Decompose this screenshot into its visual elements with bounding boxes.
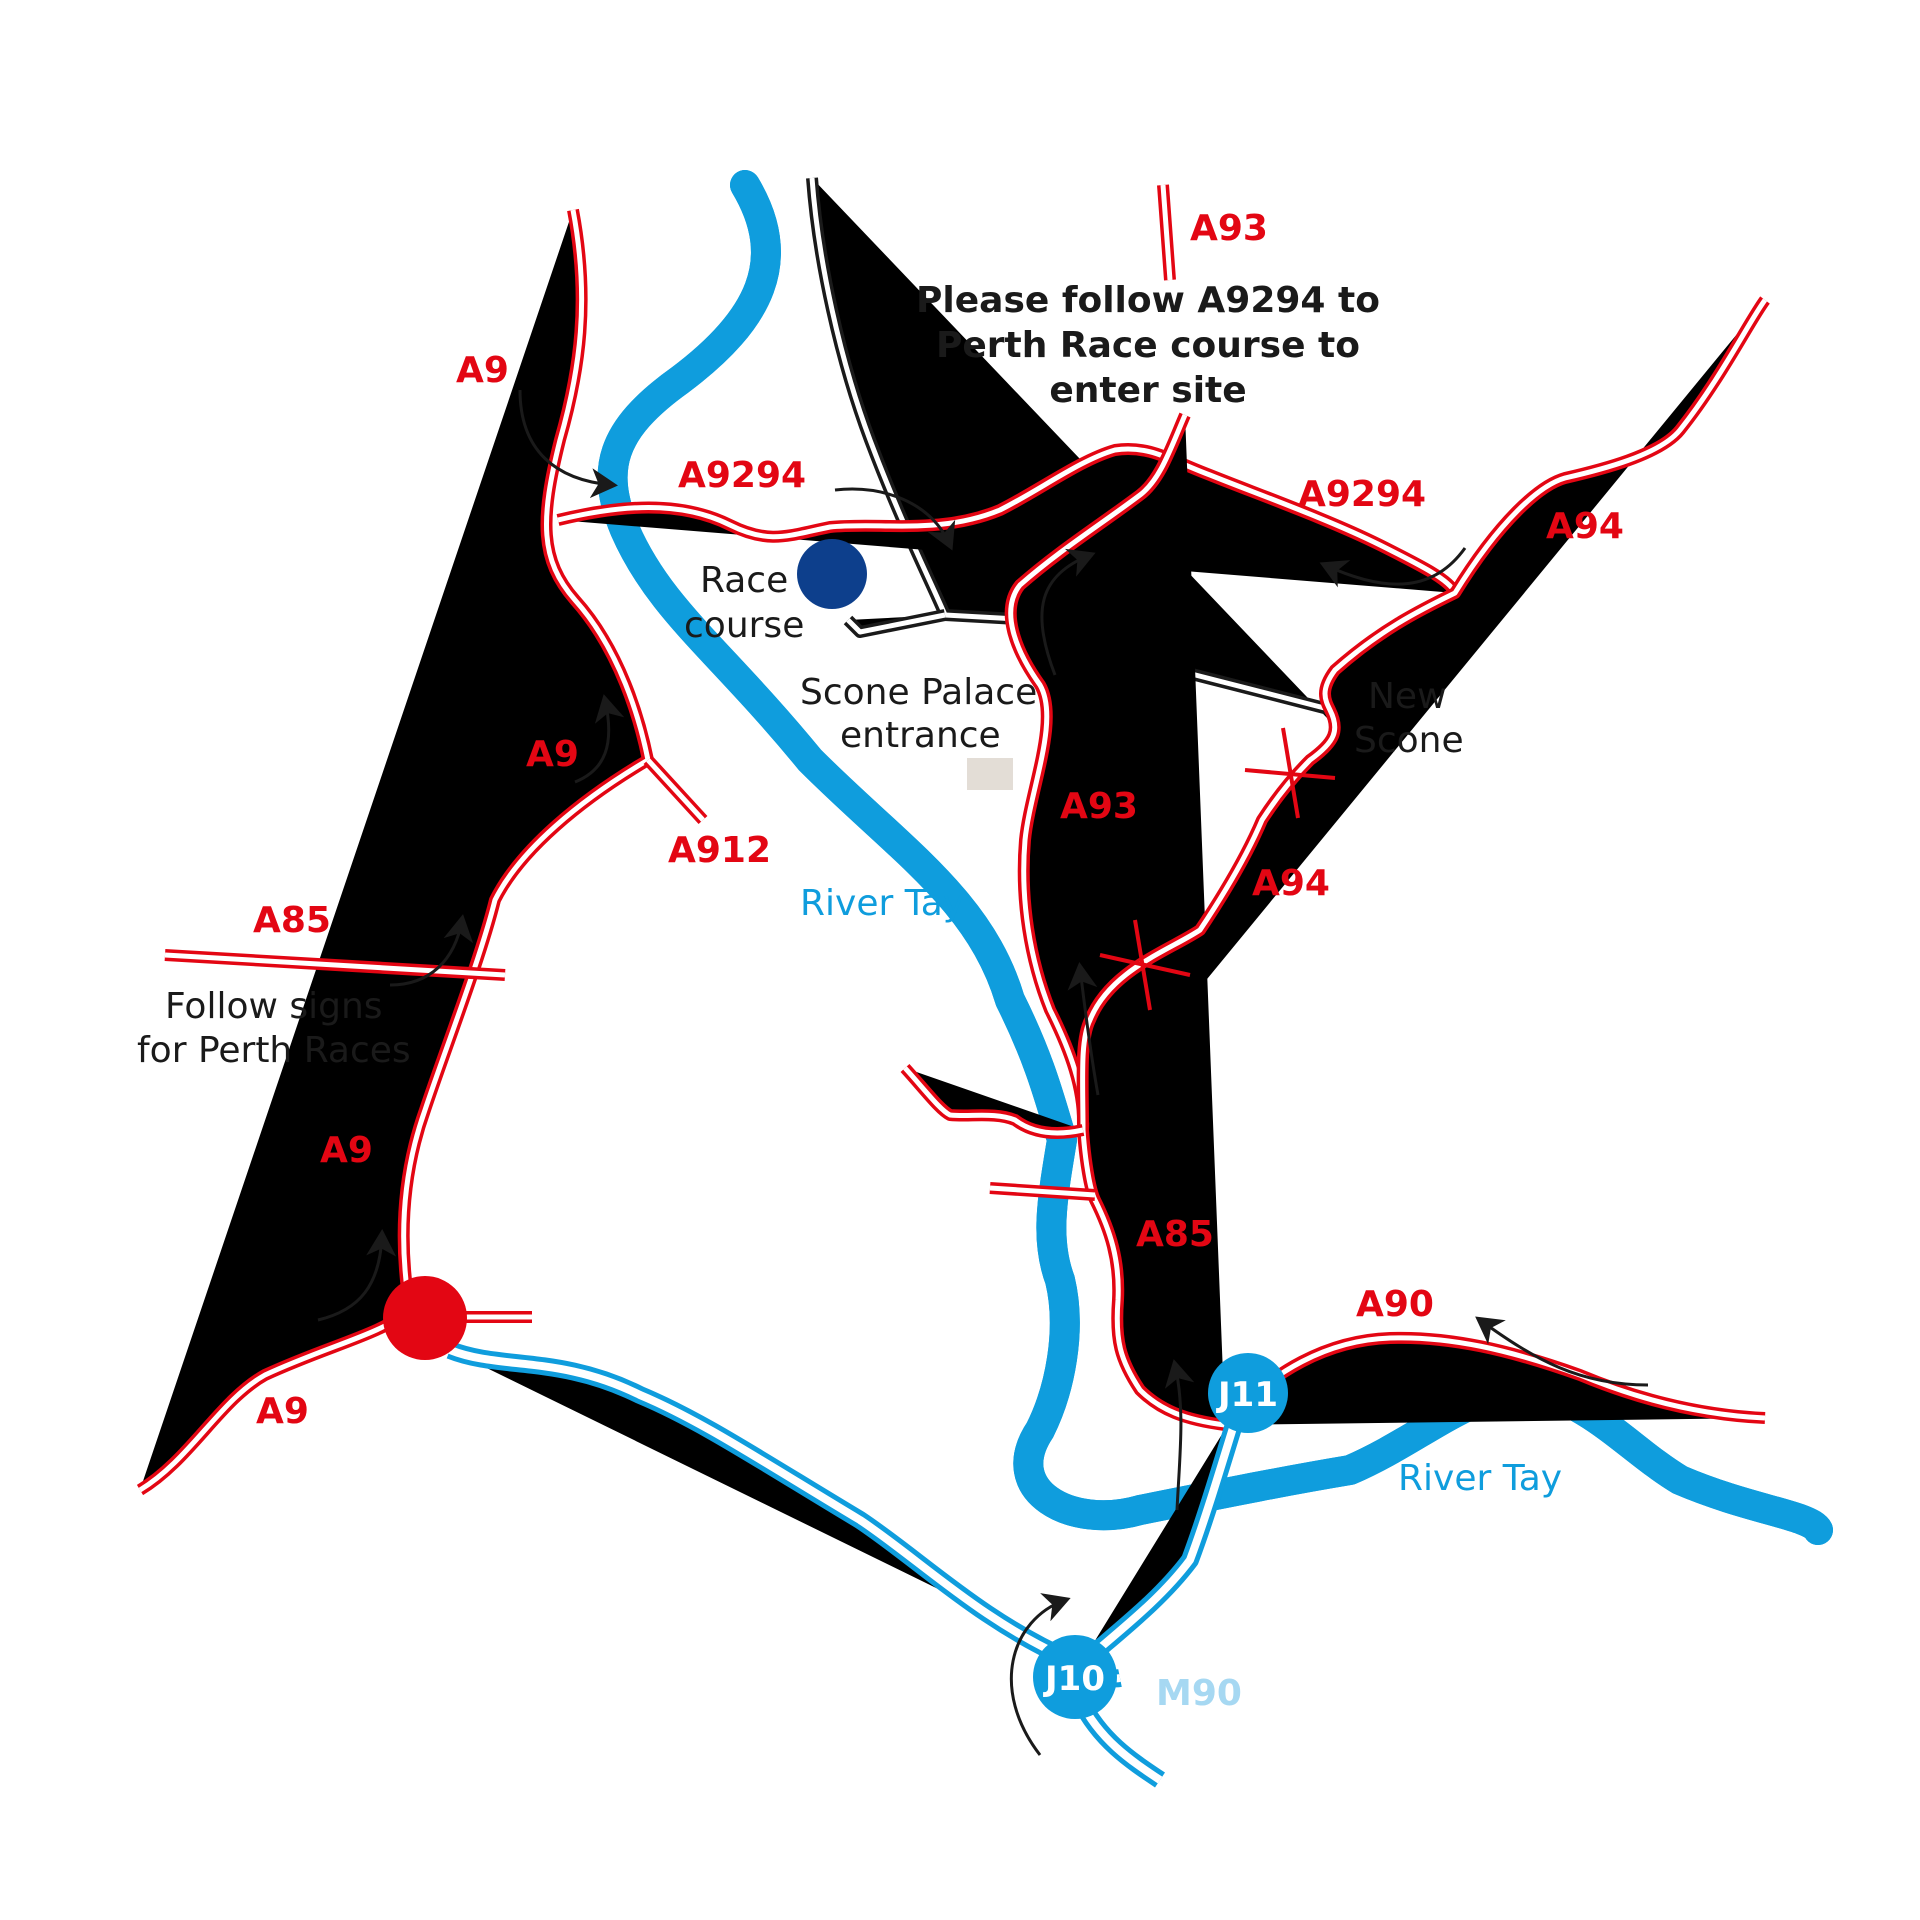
roundabout-marker-icon (383, 1276, 467, 1360)
road-label: A9 (456, 350, 509, 391)
road-label: A90 (1356, 1284, 1434, 1325)
closed-road-cross-icon (1099, 919, 1191, 1011)
curved-arrow-icon (1475, 1316, 1649, 1387)
road-label: A9 (320, 1130, 373, 1171)
road-label: A912 (668, 830, 771, 871)
junction-j10: J10 (1033, 1635, 1117, 1719)
place-label: Scone (1354, 720, 1464, 761)
road-label: A93 (1060, 786, 1138, 827)
curved-arrow-icon (518, 389, 618, 499)
road-label: M90 (1156, 1673, 1242, 1714)
road-label: A9 (256, 1391, 309, 1432)
place-label: Follow signs (165, 986, 383, 1027)
curved-arrow-icon (574, 694, 625, 784)
place-label: New (1368, 676, 1447, 717)
notice-line: Please follow A9294 to (916, 280, 1380, 321)
curved-arrow-icon (1319, 547, 1467, 588)
m90-motorway (450, 1350, 1240, 1780)
place-label: Race (700, 560, 788, 601)
place-label: entrance (840, 715, 1001, 756)
curved-arrow-icon (1040, 548, 1096, 676)
place-label: course (684, 605, 804, 646)
road-label: A9 (526, 734, 579, 775)
road-label: A94 (1546, 506, 1624, 547)
curved-arrow-icon (1067, 962, 1100, 1096)
direction-arrows (317, 389, 1649, 1756)
junction-label: J10 (1043, 1659, 1105, 1699)
place-label: for Perth Races (137, 1030, 411, 1071)
road-label: A94 (1252, 863, 1330, 904)
road-label: A9294 (678, 455, 806, 496)
road-label: A85 (1136, 1214, 1214, 1255)
curved-arrow-icon (834, 487, 956, 551)
road-label: A85 (253, 900, 331, 941)
scone-palace-marker-icon (967, 758, 1013, 790)
closed-road-cross-icon (1244, 727, 1336, 819)
curved-arrow-icon (1164, 1359, 1195, 1511)
river-label: River Tay (1398, 1458, 1562, 1499)
notice-line: Perth Race course to (936, 325, 1360, 366)
notice-line: enter site (1049, 370, 1246, 411)
junction-label: J11 (1216, 1375, 1278, 1415)
curved-arrow-icon (317, 1229, 397, 1322)
river-label: River Tay (800, 883, 964, 924)
road-label: A9294 (1298, 474, 1426, 515)
a-roads (140, 185, 1765, 1490)
curved-arrow-icon (389, 914, 474, 987)
curved-arrow-icon (1009, 1593, 1071, 1756)
junction-j11: J11 (1208, 1353, 1288, 1433)
road-label: A93 (1190, 208, 1268, 249)
racecourse-marker-icon (797, 539, 867, 609)
notice-text: Please follow A9294 to Perth Race course… (916, 280, 1380, 411)
place-label: Scone Palace (800, 672, 1037, 713)
